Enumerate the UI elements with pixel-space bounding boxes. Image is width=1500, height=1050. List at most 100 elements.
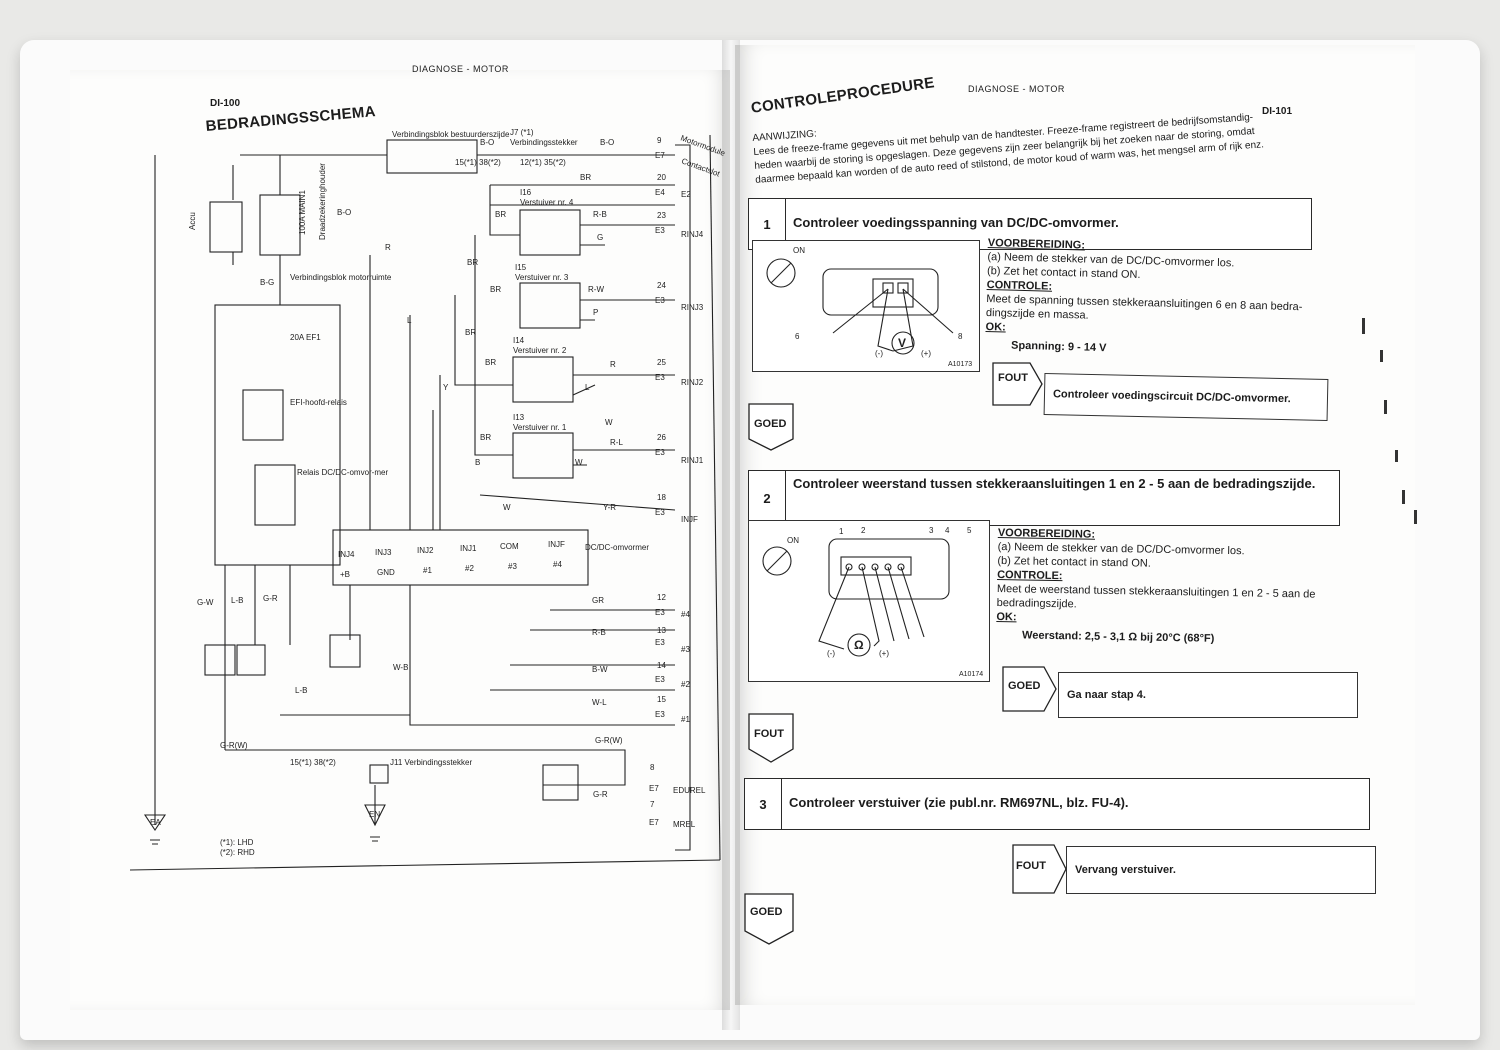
wire-lb: L-B [231, 596, 243, 605]
step-3-fail-arrow [1012, 844, 1067, 894]
step-3-fail-action: Vervang verstuiver. [1066, 846, 1376, 894]
right-page-number: DI-101 [1262, 106, 1293, 117]
step-2-text: Controleer weerstand tussen stekkeraansl… [793, 476, 1316, 491]
index-mark [1384, 400, 1387, 414]
ecu-pin-conn-10: E3 [655, 675, 665, 684]
step-3-text: Controleer verstuiver (zie publ.nr. RM69… [789, 795, 1129, 810]
ecu-pin-name-8: #4 [681, 610, 690, 619]
ecu-pin-num-3: 23 [657, 211, 666, 220]
label-draadzekeringhouder: Draadzekeringhouder [318, 163, 327, 240]
step-2-good-tag: GOED [1008, 680, 1041, 692]
step-2-fig-pin-1: 1 [839, 527, 844, 536]
step-3-header: 3 Controleer verstuiver (zie publ.nr. RM… [744, 778, 1370, 830]
step-2-fig-pin-3: 3 [929, 526, 934, 535]
step-2-number: 2 [749, 471, 786, 525]
label-verst2: Verstuiver nr. 2 [513, 346, 567, 355]
label-vb-motorruimte: Verbindingsblok motorruimte [290, 273, 392, 282]
step-2-check: Meet de weerstand tussen stekkeraansluit… [996, 582, 1316, 611]
ecu-pin-num-8: 12 [657, 593, 666, 602]
ecu-pin-name-1: Contactslot [680, 156, 721, 178]
label-verbindingsstekker: Verbindingsstekker [510, 138, 578, 147]
step-2-ohm-symbol: Ω [854, 638, 864, 652]
label-n15-38: 15(*1) 38(*2) [455, 158, 501, 167]
step-3-good-arrow [744, 893, 794, 945]
ecu-pin-conn-7: E3 [655, 508, 665, 517]
wire-gr-red: G-R [263, 594, 278, 603]
index-mark [1414, 510, 1417, 524]
wire-wl: W-L [592, 698, 607, 707]
ecu-pin-num-10: 14 [657, 661, 666, 670]
step-2-plus: (+) [879, 649, 889, 658]
ecu-pin-name-3: RINJ4 [681, 230, 704, 239]
dcdc-inj1: INJ1 [460, 544, 477, 553]
step-2-fig-on: ON [787, 536, 799, 545]
wire-bg: B-G [260, 278, 274, 287]
ecu-pin-name-4: RINJ3 [681, 303, 704, 312]
wire-grw: G-R(W) [220, 741, 248, 750]
dcdc-gnd: GND [377, 568, 395, 577]
ecu-pin-name-10: #2 [681, 680, 690, 689]
label-verst4: Verstuiver nr. 4 [520, 198, 574, 207]
wire-y: Y [443, 383, 449, 392]
step-2-minus: (-) [827, 649, 835, 658]
wire-w-2: W [575, 458, 583, 467]
ecu-pin-num-1: 9 [657, 136, 662, 145]
step-1-instructions: VOORBEREIDING: (a) Neem de stekker van d… [985, 236, 1308, 360]
dcdc-n2: #2 [465, 564, 474, 573]
wire-bw: B-W [592, 665, 608, 674]
label-efi-relais: EFI-hoofd-relais [290, 398, 347, 407]
wire-gr: GR [592, 596, 604, 605]
ecu-pin-name-5: RINJ2 [681, 378, 704, 387]
ecu-pin-conn-13: E7 [649, 818, 659, 827]
step-1-figure: ON 6 8 V (-) (+) A10173 [752, 240, 980, 372]
index-mark [1362, 318, 1365, 334]
left-page-number: DI-100 [210, 98, 241, 109]
book-spine [722, 40, 740, 1030]
step-3-good-tag: GOED [750, 906, 783, 918]
ecu-pin-name-12: EDUREL [673, 786, 706, 795]
label-dcdc: DC/DC-omvormer [585, 543, 649, 552]
index-mark [1380, 350, 1383, 362]
ecu-pin-num-13: 7 [650, 800, 655, 809]
label-rhd: (*2): RHD [220, 848, 255, 857]
wire-lb-2: L-B [295, 686, 307, 695]
ecu-pin-num-11: 15 [657, 695, 666, 704]
wiring-diagram: Verbindingsblok bestuurderszijde J7 (*1)… [129, 128, 725, 871]
dcdc-inj4: INJ4 [338, 550, 355, 559]
ecu-pin-name-6: RINJ1 [681, 456, 704, 465]
label-vb-bestuurder: Verbindingsblok bestuurderszijde [392, 130, 510, 139]
label-i15: I15 [515, 263, 527, 272]
wire-l-2: L [585, 383, 590, 392]
step-1-plus: (+) [921, 349, 931, 358]
step-2-fig-pin-5: 5 [967, 526, 972, 535]
wire-yr: Y-R [603, 503, 616, 512]
label-i16: I16 [520, 188, 532, 197]
wire-br-5: BR [465, 328, 476, 337]
wire-br-4: BR [490, 285, 501, 294]
label-lhd: (*1): LHD [220, 838, 254, 847]
wire-r-2: R [610, 360, 616, 369]
ecu-pin-conn-3: E3 [655, 226, 665, 235]
wire-bo: B-O [480, 138, 494, 147]
wire-g: G [597, 233, 603, 242]
dcdc-n4: #4 [553, 560, 562, 569]
ecu-pin-conn-11: E3 [655, 710, 665, 719]
ecu-pin-num-7: 18 [657, 493, 666, 502]
wire-br-3: BR [467, 258, 478, 267]
ecu-pin-num-12: 8 [650, 763, 655, 772]
ground-ea: EA [150, 818, 161, 827]
step-2-fig-pin-4: 4 [945, 526, 950, 535]
ecu-pin-conn-2: E4 [655, 188, 665, 197]
ecu-pin-name-7: INJF [681, 515, 698, 524]
wire-l: L [407, 316, 412, 325]
wire-rw: R-W [588, 285, 604, 294]
ecu-pin-conn-12: E7 [649, 784, 659, 793]
ecu-pin-name-2: E2 [681, 190, 691, 199]
step-1-fig-on: ON [793, 246, 805, 255]
step-2-fail-arrow [748, 713, 794, 763]
ecu-pin-num-9: 13 [657, 626, 666, 635]
ecu-pin-conn-5: E3 [655, 373, 665, 382]
step-1-fig-pin-6: 6 [795, 332, 800, 341]
dcdc-n3: #3 [508, 562, 517, 571]
step-1-good-arrow [748, 403, 794, 451]
